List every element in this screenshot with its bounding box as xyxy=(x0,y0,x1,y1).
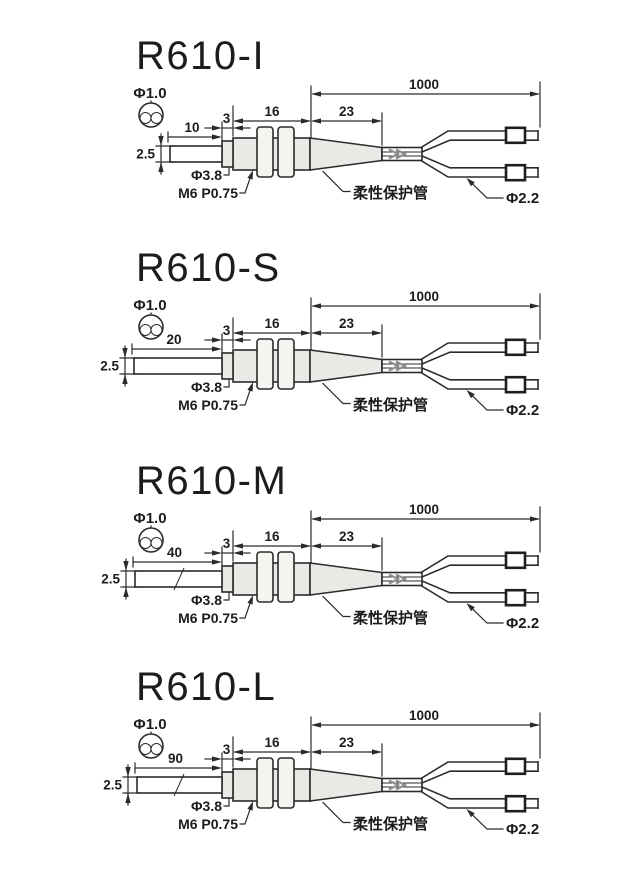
thread-spec-label: M6 P0.75 xyxy=(178,816,238,832)
cable-length-label: 1000 xyxy=(409,708,439,723)
protective-tube-label: 柔性保护管 xyxy=(353,815,428,833)
tip-length-label: 90 xyxy=(168,751,183,766)
variant-diagram-r610-m: R610-M Φ1.0 40 2.5 3 16 23 1000 Φ3.8 M6 … xyxy=(101,459,542,632)
tip-height-label: 2.5 xyxy=(136,147,155,162)
fiber-diameter-label: Φ1.0 xyxy=(133,716,166,733)
cable-length-label: 1000 xyxy=(409,289,439,304)
body-length-label: 16 xyxy=(264,735,280,750)
branch-diameter-label: Φ2.2 xyxy=(506,821,539,838)
break-mark xyxy=(173,567,185,591)
branch-diameter-label: Φ2.2 xyxy=(506,615,539,632)
break-mark xyxy=(173,773,185,797)
model-title: R610-M xyxy=(136,459,287,503)
tip-rod-group xyxy=(120,556,223,600)
thread-diameter-label: Φ3.8 xyxy=(191,592,222,608)
tube-length-label: 23 xyxy=(339,316,355,331)
collar-length-label: 3 xyxy=(223,111,231,126)
branch-diameter-label: Φ2.2 xyxy=(506,190,539,207)
thread-diameter-label: Φ3.8 xyxy=(191,167,222,183)
model-title: R610-L xyxy=(136,665,276,709)
fiber-diameter-label: Φ1.0 xyxy=(133,297,166,314)
variant-diagram-r610-i: R610-I Φ1.0 10 2.5 3 16 23 1000 Φ3.8 M6 … xyxy=(133,34,542,207)
cable-length-label: 1000 xyxy=(409,77,439,92)
collar-length-label: 3 xyxy=(223,536,231,551)
protective-tube-label: 柔性保护管 xyxy=(353,609,428,627)
thread-diameter-label: Φ3.8 xyxy=(191,798,222,814)
tip-length-label: 40 xyxy=(167,545,182,560)
tip-rod xyxy=(169,145,223,163)
collar-length-label: 3 xyxy=(223,323,231,338)
protective-tube-label: 柔性保护管 xyxy=(353,396,428,414)
tip-rod-group xyxy=(155,131,223,175)
tip-rod-group xyxy=(119,343,223,387)
thread-spec-label: M6 P0.75 xyxy=(178,185,238,201)
cable-length-label: 1000 xyxy=(409,502,439,517)
body-length-label: 16 xyxy=(264,104,280,119)
tube-length-label: 23 xyxy=(339,529,355,544)
tip-length-label: 20 xyxy=(166,332,181,347)
model-title: R610-S xyxy=(136,246,281,290)
body-length-label: 16 xyxy=(264,316,280,331)
tip-height-label: 2.5 xyxy=(101,572,120,587)
fiber-diameter-label: Φ1.0 xyxy=(133,510,166,527)
variant-diagram-r610-s: R610-S Φ1.0 20 2.5 3 16 23 1000 Φ3.8 M6 … xyxy=(100,246,542,419)
variant-diagram-r610-l: R610-L Φ1.0 90 2.5 3 16 23 1000 Φ3.8 M6 … xyxy=(103,665,542,838)
tip-height-label: 2.5 xyxy=(103,778,122,793)
tip-height-label: 2.5 xyxy=(100,359,119,374)
body-length-label: 16 xyxy=(264,529,280,544)
thread-diameter-label: Φ3.8 xyxy=(191,379,222,395)
tube-length-label: 23 xyxy=(339,735,355,750)
branch-diameter-label: Φ2.2 xyxy=(506,402,539,419)
collar-length-label: 3 xyxy=(223,742,231,757)
model-title: R610-I xyxy=(136,34,265,78)
fiber-diameter-label: Φ1.0 xyxy=(133,85,166,102)
tip-rod-group xyxy=(122,762,223,806)
thread-spec-label: M6 P0.75 xyxy=(178,397,238,413)
protective-tube-label: 柔性保护管 xyxy=(353,184,428,202)
tube-length-label: 23 xyxy=(339,104,355,119)
tip-rod xyxy=(133,357,223,375)
tip-length-label: 10 xyxy=(184,120,199,135)
thread-spec-label: M6 P0.75 xyxy=(178,610,238,626)
